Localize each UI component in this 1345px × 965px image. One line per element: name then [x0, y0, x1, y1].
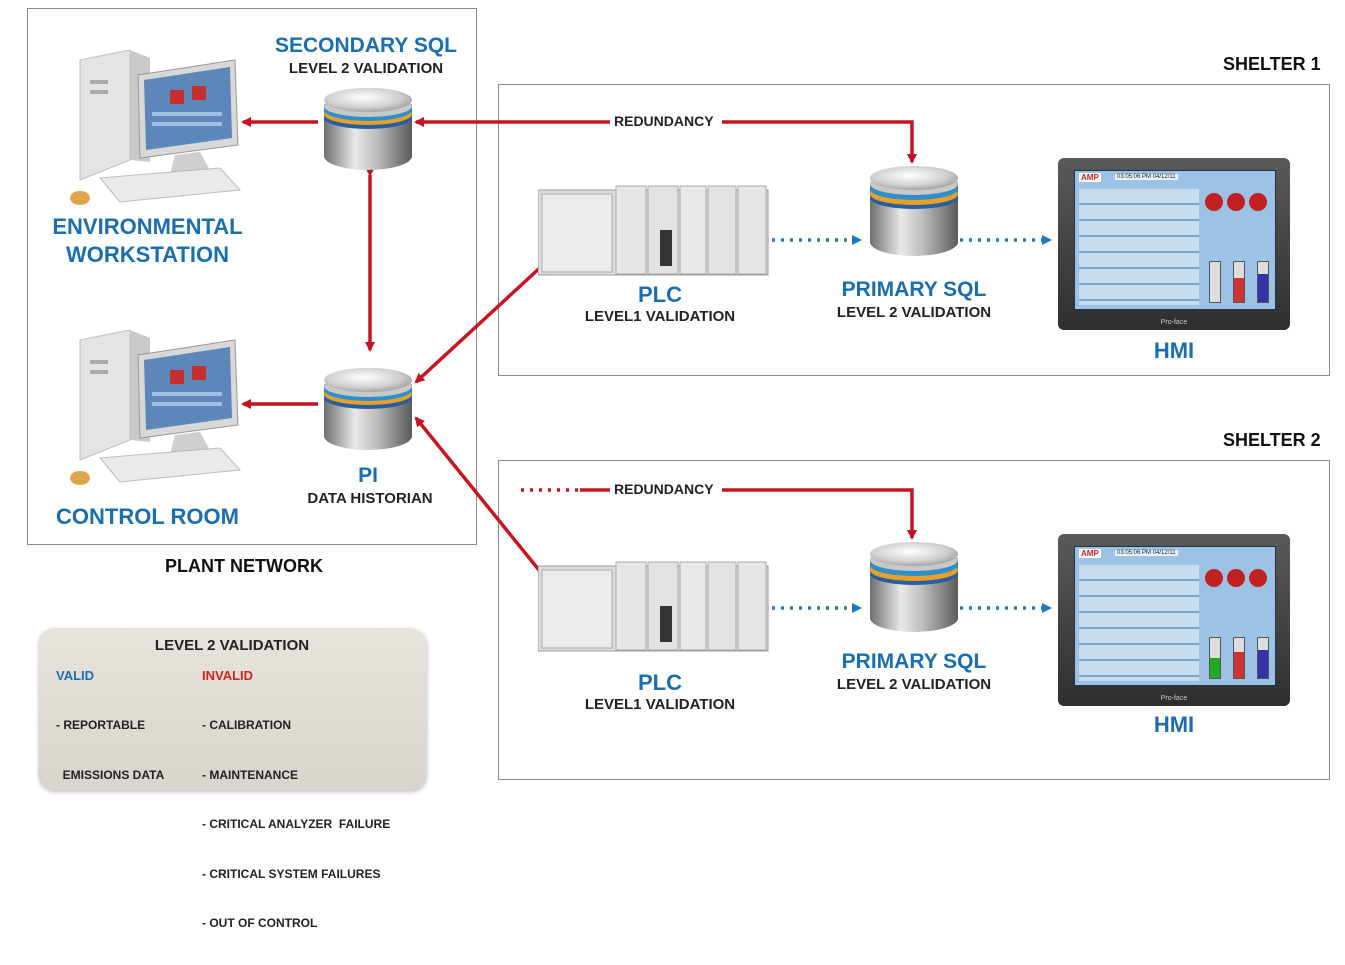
- legend-title: LEVEL 2 VALIDATION: [154, 637, 310, 654]
- primary-sql-1-database-icon: [870, 166, 958, 256]
- plant-network-label: PLANT NETWORK: [165, 556, 323, 576]
- hmi-1-bezel-brand: Pro-face: [1160, 319, 1188, 326]
- control-room-computer-icon: [70, 330, 242, 485]
- primary-sql-2-title: PRIMARY SQL: [841, 650, 987, 673]
- hmi-1-brand: AMP: [1079, 173, 1101, 182]
- hmi-1-clock: 03:05:06 PM 04/12/11: [1115, 174, 1178, 180]
- hmi-2-bezel-brand: Pro-face: [1160, 695, 1188, 702]
- hmi-1-title: HMI: [1153, 338, 1195, 363]
- legend-invalid-item: - CRITICAL SYSTEM FAILURES: [202, 866, 381, 881]
- control-room-label: CONTROL ROOM: [56, 504, 239, 529]
- validation-legend: LEVEL 2 VALIDATION VALID - REPORTABLE EM…: [38, 628, 426, 930]
- plc-2-subtitle: LEVEL1 VALIDATION: [584, 696, 736, 713]
- shelter-2-label: SHELTER 2: [1223, 430, 1321, 450]
- pi-subtitle: DATA HISTORIAN: [307, 490, 433, 507]
- plc-1-controller-icon: [538, 185, 769, 276]
- redundancy-label-1: REDUNDANCY: [614, 113, 714, 129]
- plc-1-title: PLC: [638, 282, 682, 307]
- hmi-2-title: HMI: [1153, 712, 1195, 737]
- legend-invalid-item: - OUT OF CONTROL: [202, 916, 318, 930]
- primary-sql-2-database-icon: [870, 542, 958, 632]
- legend-invalid-item: - CALIBRATION: [202, 718, 292, 732]
- legend-invalid-header: INVALID: [202, 668, 254, 683]
- secondary-sql-subtitle: LEVEL 2 VALIDATION: [288, 60, 444, 77]
- environmental-workstation-label-line2: WORKSTATION: [66, 242, 229, 267]
- environmental-workstation-computer-icon: [70, 50, 242, 205]
- hmi-1-panel: AMP 03:05:06 PM 04/12/11 Pro-face: [1058, 158, 1290, 330]
- secondary-sql-title: SECONDARY SQL: [274, 34, 458, 57]
- hmi-2-clock: 03:05:06 PM 04/12/11: [1115, 550, 1178, 556]
- plc-1-subtitle: LEVEL1 VALIDATION: [584, 308, 736, 325]
- secondary-sql-database-icon: [324, 88, 412, 170]
- primary-sql-1-subtitle: LEVEL 2 VALIDATION: [836, 304, 992, 321]
- hmi-2-screen: AMP 03:05:06 PM 04/12/11: [1074, 546, 1276, 686]
- primary-sql-1-title: PRIMARY SQL: [841, 278, 987, 301]
- legend-invalid-list: - CALIBRATION - MAINTENANCE - CRITICAL A…: [202, 684, 390, 965]
- hmi-2-panel: AMP 03:05:06 PM 04/12/11 Pro-face: [1058, 534, 1290, 706]
- redundancy-label-2: REDUNDANCY: [614, 481, 714, 497]
- plc-2-controller-icon: [538, 561, 769, 652]
- primary-sql-2-subtitle: LEVEL 2 VALIDATION: [836, 676, 992, 693]
- environmental-workstation-label-line1: ENVIRONMENTAL: [52, 214, 243, 239]
- hmi-2-brand: AMP: [1079, 549, 1101, 558]
- hmi-1-screen: AMP 03:05:06 PM 04/12/11: [1074, 170, 1276, 310]
- pi-database-icon: [324, 368, 412, 450]
- legend-valid-header: VALID: [56, 668, 95, 683]
- legend-valid-item: EMISSIONS DATA: [56, 767, 165, 782]
- legend-invalid-item: - MAINTENANCE: [202, 767, 298, 782]
- shelter-1-label: SHELTER 1: [1223, 54, 1321, 74]
- legend-valid-list: - REPORTABLE EMISSIONS DATA: [56, 684, 164, 816]
- plc-2-title: PLC: [638, 670, 682, 695]
- legend-invalid-item: - CRITICAL ANALYZER FAILURE: [202, 817, 391, 831]
- legend-valid-item: - REPORTABLE: [56, 718, 146, 732]
- pi-title: PI: [358, 464, 378, 487]
